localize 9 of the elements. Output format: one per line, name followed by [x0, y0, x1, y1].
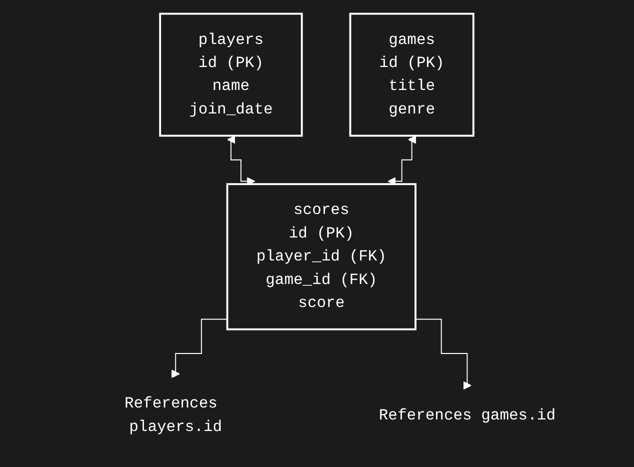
node-text: References games.id — [378, 406, 556, 424]
node-box: games id (PK) title genre — [349, 12, 474, 137]
node-text: References players.id — [124, 395, 222, 436]
arrow — [387, 136, 416, 186]
node-box: players id (PK) name join_date — [158, 12, 303, 137]
node-box: scores id (PK) player_id (FK) game_id (FK) score — [226, 183, 416, 330]
arrow — [414, 318, 472, 390]
arrow — [171, 318, 228, 378]
arrow — [226, 136, 256, 186]
